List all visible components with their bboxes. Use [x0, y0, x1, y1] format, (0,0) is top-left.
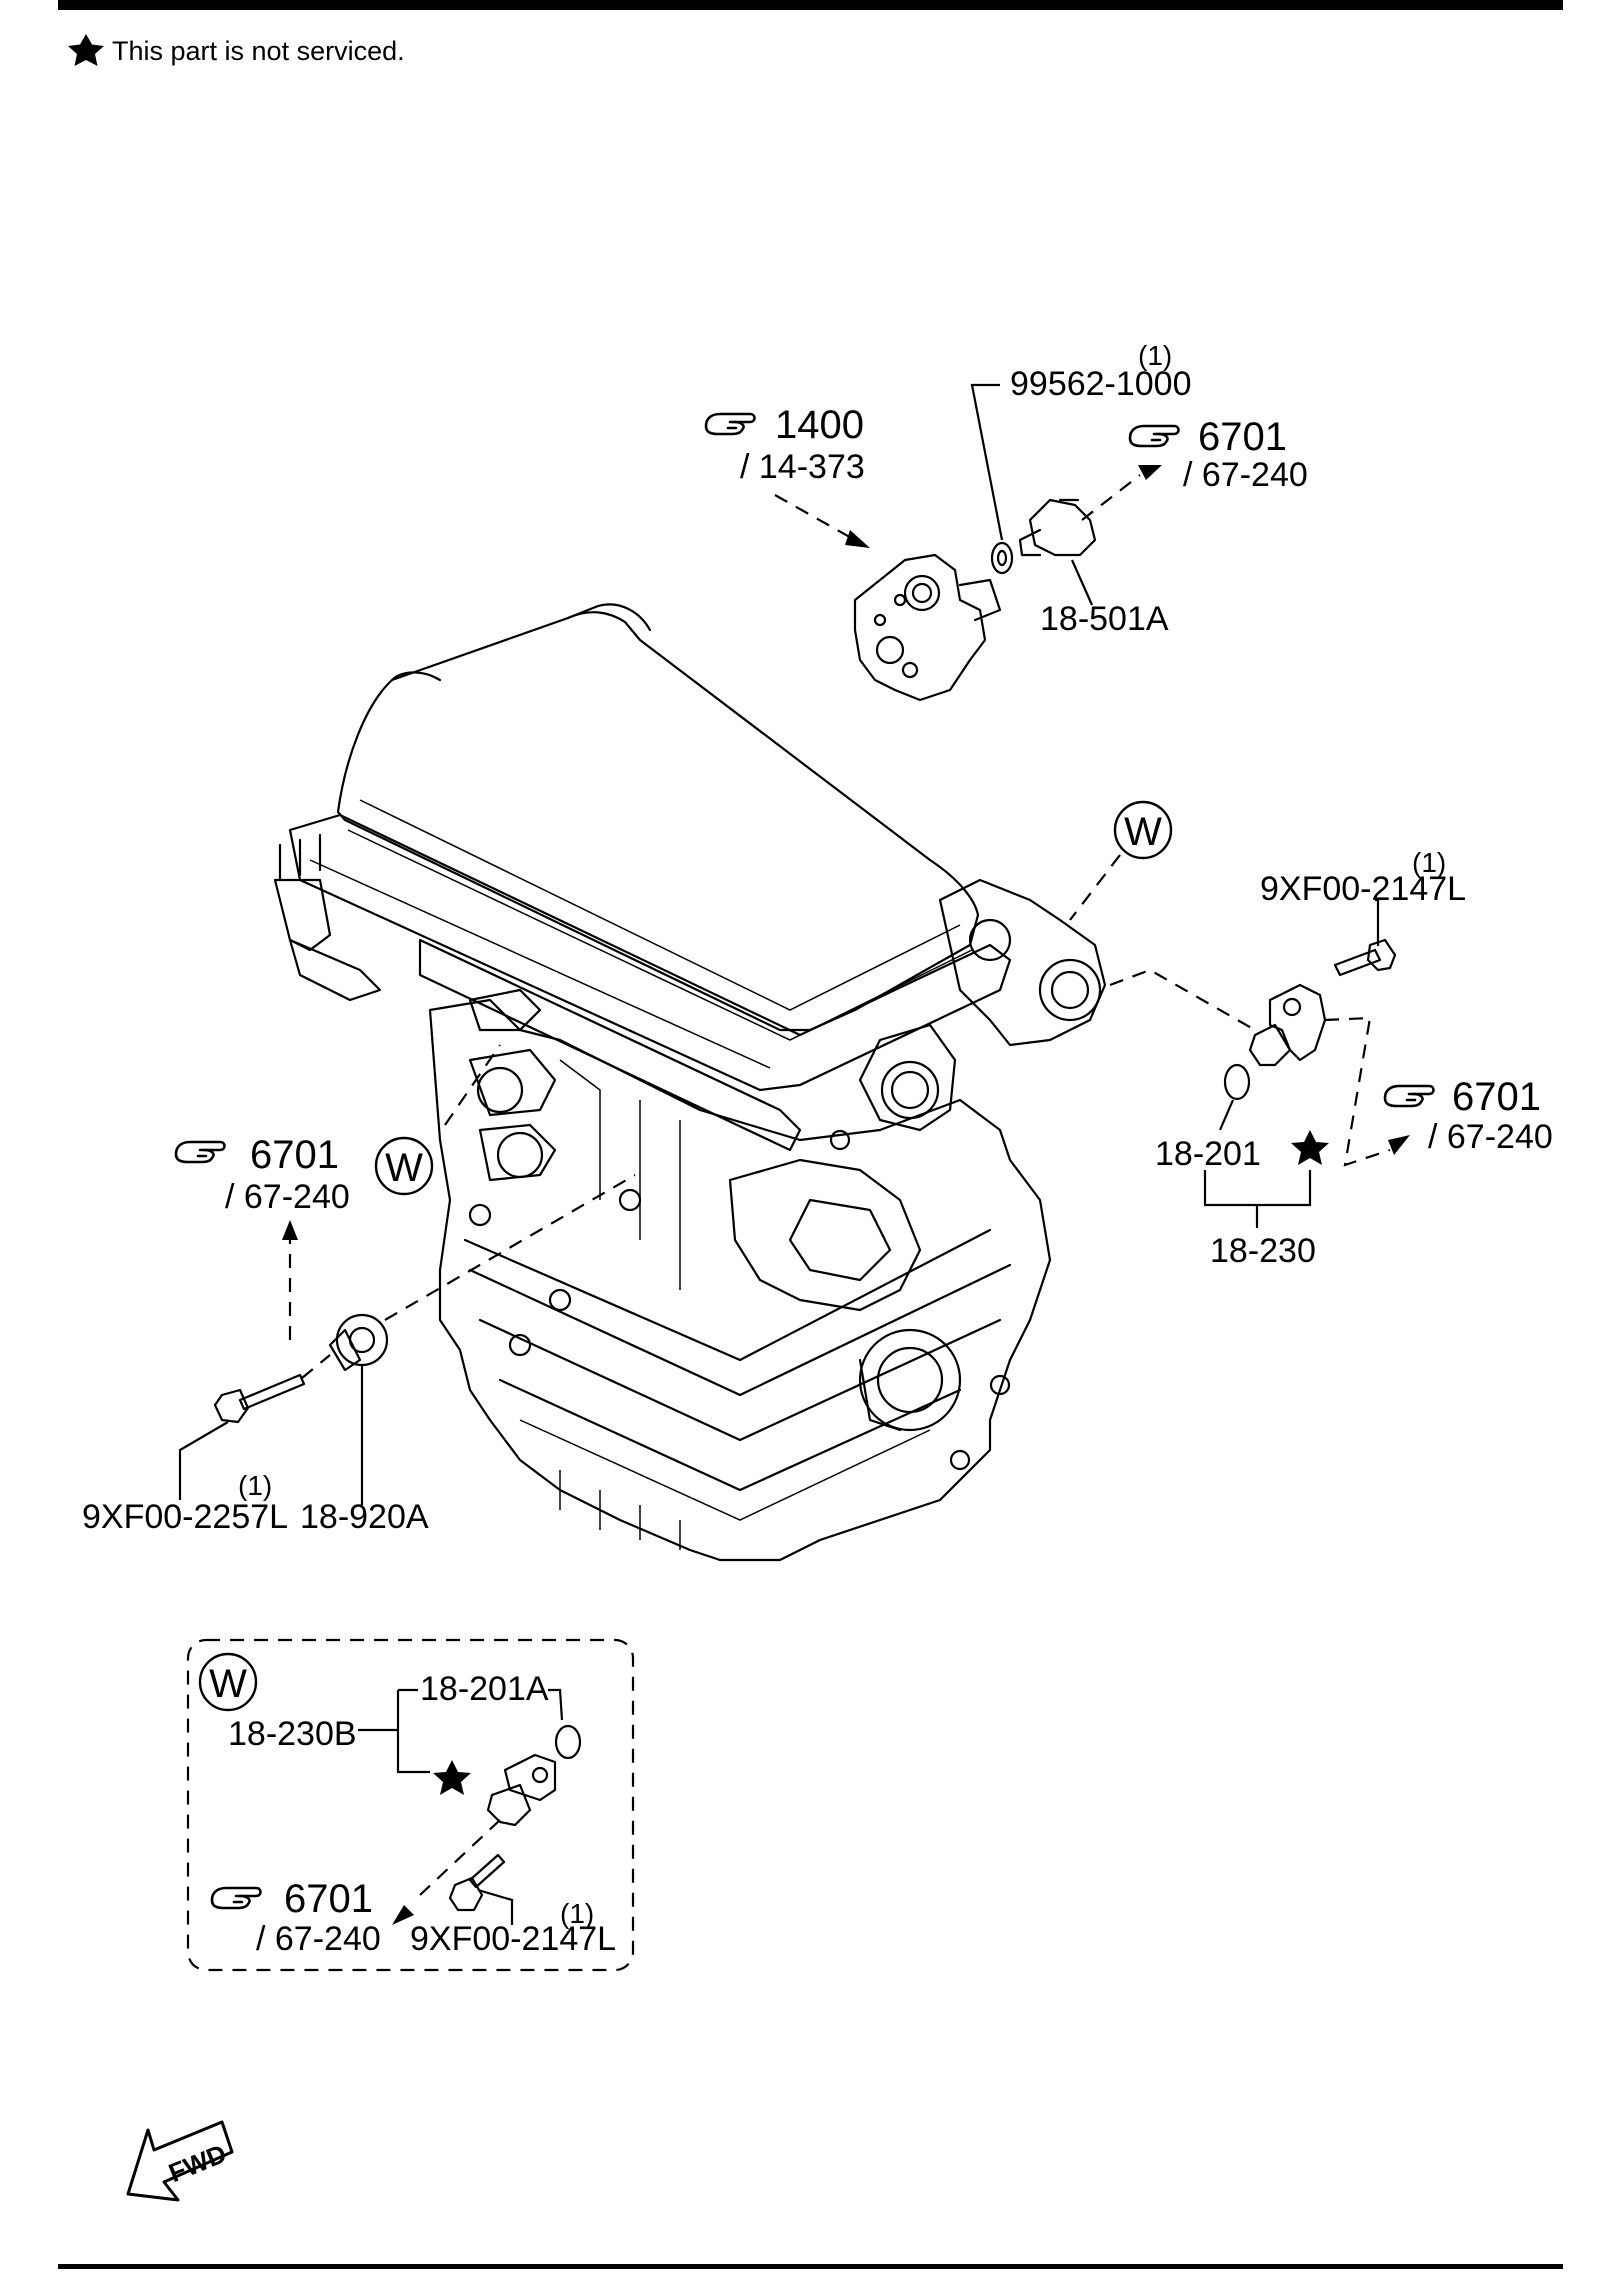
w-marker-left-label: W — [385, 1146, 423, 1190]
callout-1400-number: 1400 — [775, 403, 864, 447]
callout-6701-inset[interactable]: 6701 / 67-240 — [210, 1877, 381, 1958]
callout-1400[interactable]: 1400 / 14-373 — [704, 403, 865, 486]
leader-lines — [178, 383, 1380, 1505]
callout-6701-left-page: / 67-240 — [225, 1178, 350, 1216]
label-18-230[interactable]: 18-230 — [1210, 1232, 1316, 1270]
label-18-201[interactable]: 18-201 — [1155, 1135, 1261, 1173]
label-9XF00-2147L-right-code: 9XF00-2147L — [1260, 870, 1466, 908]
engine-assembly — [273, 603, 1107, 1562]
pointing-hand-icon — [174, 1140, 226, 1164]
label-9XF00-2147L-right[interactable]: (1) 9XF00-2147L — [1260, 847, 1466, 908]
label-9XF00-2147L-right-qty: (1) — [1412, 847, 1446, 878]
callout-6701-right-number: 6701 — [1452, 1075, 1541, 1119]
w-marker-left: W — [374, 1136, 434, 1196]
star-icon — [68, 34, 104, 66]
fwd-label: FWD — [164, 2138, 230, 2188]
callout-6701-left-number: 6701 — [250, 1133, 339, 1177]
label-99562-1000-qty: (1) — [1138, 340, 1172, 371]
callout-6701-left[interactable]: 6701 / 67-240 — [174, 1133, 350, 1216]
star-icon — [1291, 1130, 1329, 1165]
pointing-hand-icon — [1383, 1084, 1435, 1108]
header-note: This part is not serviced. — [68, 34, 405, 66]
callout-6701-inset-number: 6701 — [284, 1877, 373, 1921]
label-9XF00-2147L-inset-qty: (1) — [560, 1898, 594, 1929]
label-99562-1000-code: 99562-1000 — [1010, 365, 1192, 403]
bolt-9XF00-2147L-right-part — [1333, 938, 1397, 977]
star-icon — [433, 1760, 471, 1795]
sensor-18-230B-part — [486, 1753, 557, 1827]
label-9XF00-2257L[interactable]: (1) 9XF00-2257L — [82, 1470, 288, 1536]
bolt-9XF00-2257L-part — [213, 1373, 306, 1424]
callout-1400-page: / 14-373 — [740, 448, 865, 486]
top-rule — [58, 0, 1563, 10]
w-marker-top: W — [1113, 800, 1173, 860]
callout-6701-top[interactable]: 6701 / 67-240 — [1128, 415, 1308, 494]
label-9XF00-2147L-inset[interactable]: (1) 9XF00-2147L — [410, 1898, 616, 1958]
gasket-99562-part — [990, 541, 1014, 575]
fwd-arrow-icon: FWD — [126, 2120, 234, 2202]
label-18-920A[interactable]: 18-920A — [300, 1498, 429, 1536]
callout-6701-right-page: / 67-240 — [1428, 1118, 1553, 1156]
oil-control-valve-part — [853, 553, 1002, 702]
pointing-hand-icon — [704, 412, 756, 436]
label-18-501A[interactable]: 18-501A — [1040, 600, 1169, 638]
label-9XF00-2147L-inset-code: 9XF00-2147L — [410, 1920, 616, 1958]
callout-6701-top-page: / 67-240 — [1183, 456, 1308, 494]
o-ring-18-201-part — [1223, 1063, 1251, 1101]
label-18-230B[interactable]: 18-230B — [228, 1715, 357, 1753]
bolt-9XF00-2147L-inset-part — [448, 1853, 506, 1912]
label-99562-1000[interactable]: (1) 99562-1000 — [1010, 340, 1192, 403]
pointing-hand-icon — [210, 1886, 262, 1910]
detail-inset-w: W 18-230B 18-201A 6701 / 67-240 — [186, 1638, 635, 1972]
bottom-rule — [58, 2264, 1563, 2269]
o-ring-18-201A-part — [554, 1724, 582, 1760]
camshaft-position-sensor-part — [1248, 983, 1327, 1067]
callout-6701-inset-page: / 67-240 — [256, 1920, 381, 1958]
label-18-201A[interactable]: 18-201A — [420, 1670, 549, 1708]
pointing-hand-icon — [1128, 424, 1180, 448]
label-9XF00-2257L-qty: (1) — [238, 1470, 272, 1501]
dashed-lines — [282, 465, 1410, 1379]
oil-pressure-switch-part — [1018, 498, 1097, 557]
header-note-text: This part is not serviced. — [112, 36, 405, 66]
callout-6701-top-number: 6701 — [1198, 415, 1287, 459]
knock-sensor-part — [328, 1313, 389, 1372]
w-marker-top-label: W — [1124, 810, 1162, 854]
label-9XF00-2257L-code: 9XF00-2257L — [82, 1498, 288, 1536]
callout-6701-right[interactable]: 6701 / 67-240 — [1383, 1075, 1553, 1156]
inset-w-label: W — [209, 1662, 247, 1706]
